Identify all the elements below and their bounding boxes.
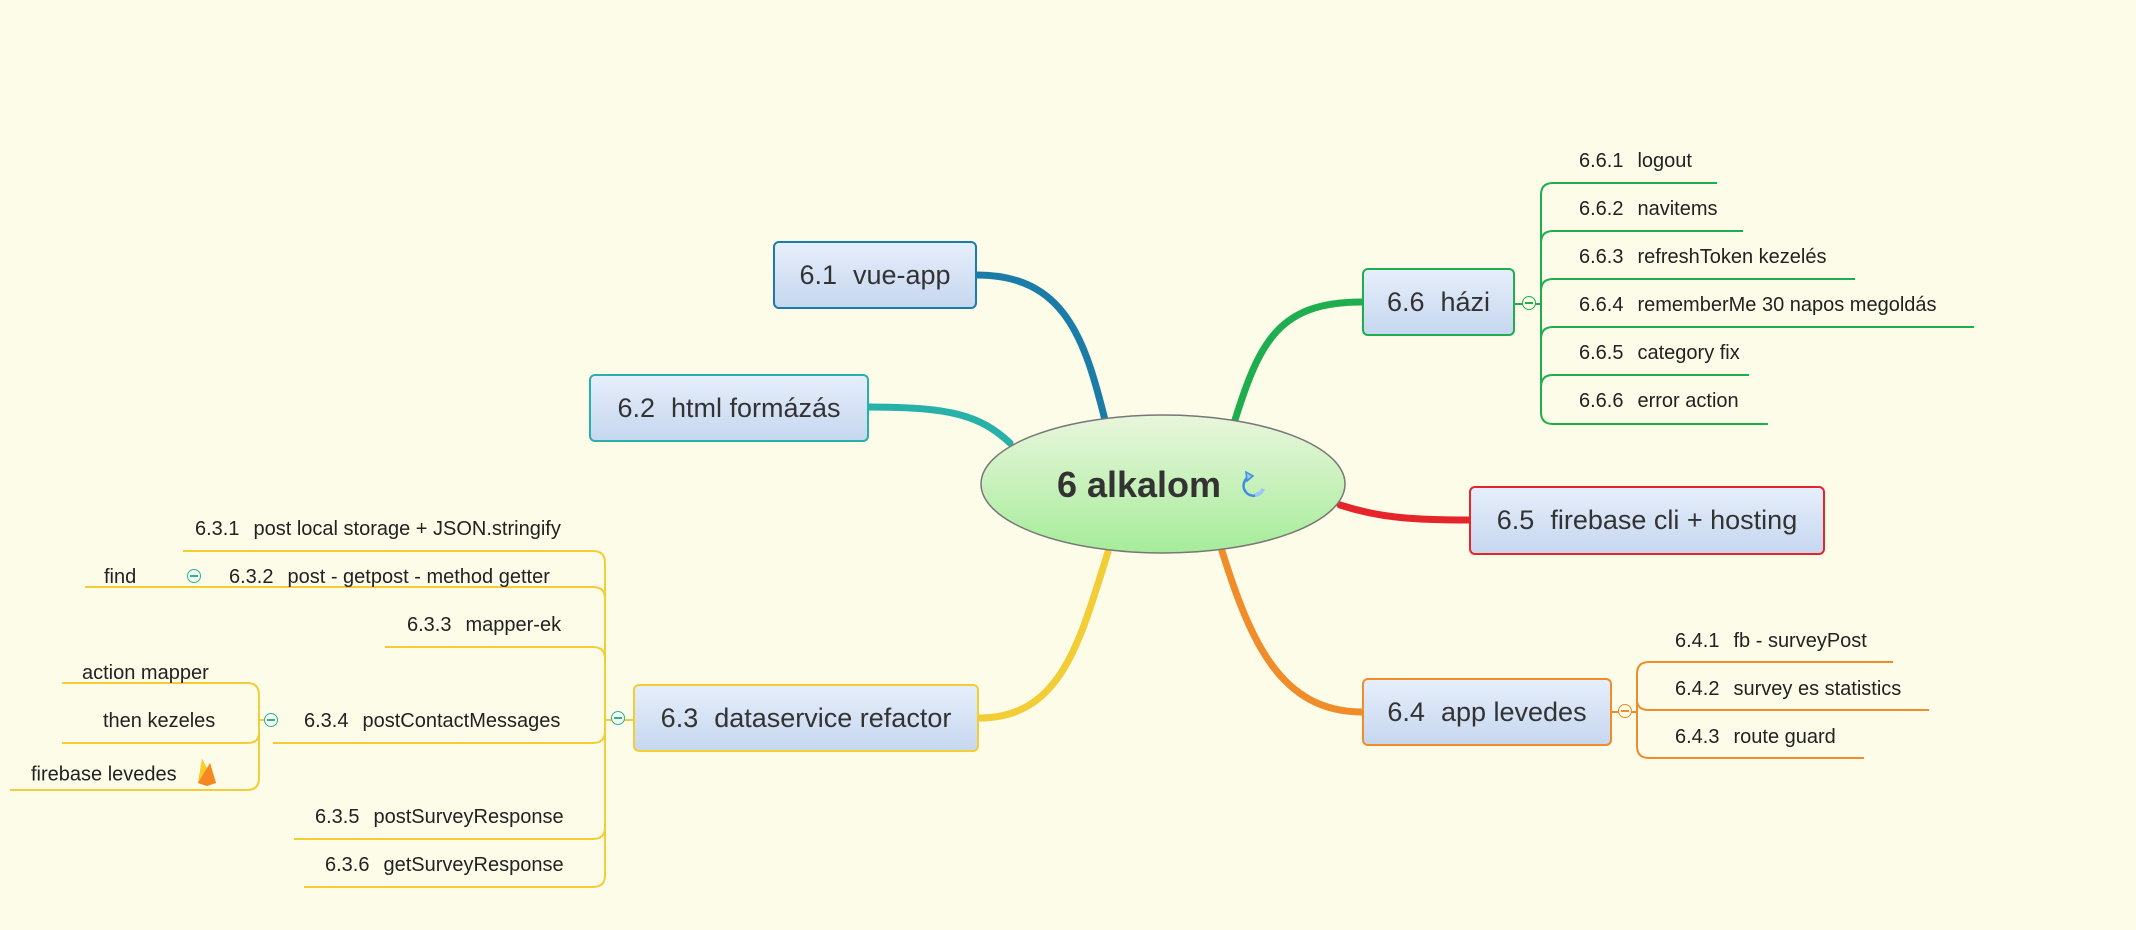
subtopic-label: route guard: [1733, 726, 1836, 748]
subtopic-label: survey es statistics: [1733, 678, 1902, 700]
subtopic-number: 6.3.2: [229, 566, 274, 588]
branch-connector-6-4: [1218, 547, 1366, 716]
subtopic-6-6-4[interactable]: 6.6.4 rememberMe 30 napos megoldás: [1579, 293, 1937, 317]
subtopic-label: category fix: [1637, 342, 1740, 364]
subtopic-6-3-6[interactable]: 6.3.6 getSurveyResponse: [325, 853, 564, 877]
branch-connector-6-6: [1231, 298, 1366, 424]
topic-label: vue-app: [852, 259, 951, 290]
subtopic-label: then kezeles: [103, 710, 216, 732]
subtopic-6-6-3[interactable]: 6.6.3 refreshToken kezelés: [1579, 245, 1826, 269]
subtopic-6-3-2[interactable]: 6.3.2 post - getpost - method getter: [229, 565, 550, 589]
subtopic-number: 6.6.3: [1579, 246, 1624, 268]
topic-label: dataservice refactor: [714, 702, 952, 733]
topic-number: 6.5: [1496, 505, 1535, 535]
subtopic-6-4-2[interactable]: 6.4.2 survey es statistics: [1675, 677, 1901, 701]
branch-connector-6-3: [975, 548, 1112, 722]
subtopic-find[interactable]: find: [104, 565, 136, 589]
topic-6-1[interactable]: 6.1 vue-app: [773, 241, 977, 309]
subtopic-6-6-1[interactable]: 6.6.1 logout: [1579, 149, 1692, 173]
subtopic-6-6-2[interactable]: 6.6.2 navitems: [1579, 197, 1718, 221]
hazi-connectors: [1515, 182, 1974, 425]
subtopic-label: postSurveyResponse: [373, 806, 564, 828]
subtopic-6-3-5[interactable]: 6.3.5 postSurveyResponse: [315, 805, 564, 829]
subtopic-6-3-1[interactable]: 6.3.1 post local storage + JSON.stringify: [195, 517, 561, 541]
subtopic-number: 6.6.1: [1579, 150, 1624, 172]
subtopic-label: navitems: [1637, 198, 1718, 220]
branch-connector-6-1: [973, 271, 1109, 424]
subtopic-number: 6.3.3: [407, 614, 452, 636]
topic-number: 6.3: [660, 702, 699, 733]
subtopic-number: 6.3.1: [195, 518, 240, 540]
collapse-toggle-6-4[interactable]: [1618, 704, 1632, 718]
collapse-toggle-6-3-4[interactable]: [264, 713, 278, 727]
subtopic-then-kezeles[interactable]: then kezeles: [103, 709, 215, 733]
subtopic-label: find: [104, 566, 137, 588]
central-topic-title: 6 alkalom: [1056, 463, 1222, 505]
dataservice-connectors: [10, 550, 633, 888]
collapse-toggle-6-3[interactable]: [611, 711, 625, 725]
collapse-toggle-6-6[interactable]: [1522, 296, 1536, 310]
subtopic-number: 6.3.6: [325, 854, 370, 876]
refresh-arrow-icon[interactable]: [1237, 469, 1269, 501]
subtopic-number: 6.3.4: [304, 710, 349, 732]
topic-6-2[interactable]: 6.2 html formázás: [589, 374, 869, 442]
topic-number: 6.6: [1386, 286, 1425, 317]
subtopic-label: error action: [1637, 390, 1739, 412]
subtopic-number: 6.6.4: [1579, 294, 1624, 316]
subtopic-label: post - getpost - method getter: [287, 566, 550, 588]
subtopic-label: post local storage + JSON.stringify: [253, 518, 561, 540]
topic-label: html formázás: [671, 392, 841, 423]
subtopic-firebase-levedes[interactable]: firebase levedes: [31, 757, 218, 793]
topic-label: házi: [1440, 286, 1491, 317]
subtopic-label: firebase levedes: [31, 763, 177, 786]
subtopic-action-mapper[interactable]: action mapper: [82, 661, 209, 685]
subtopic-number: 6.4.2: [1675, 678, 1720, 700]
subtopic-label: rememberMe 30 napos megoldás: [1637, 294, 1937, 316]
subtopic-6-4-1[interactable]: 6.4.1 fb - surveyPost: [1675, 629, 1867, 653]
topic-6-5[interactable]: 6.5 firebase cli + hosting: [1469, 486, 1825, 555]
subtopic-number: 6.3.5: [315, 806, 360, 828]
collapse-toggle-6-3-2[interactable]: [187, 569, 201, 583]
central-topic[interactable]: 6 alkalom: [981, 415, 1345, 554]
topic-label: firebase cli + hosting: [1550, 505, 1798, 535]
subtopic-6-6-6[interactable]: 6.6.6 error action: [1579, 389, 1739, 413]
subtopic-number: 6.6.5: [1579, 342, 1624, 364]
topic-number: 6.4: [1387, 696, 1425, 727]
subtopic-label: getSurveyResponse: [383, 854, 564, 876]
topic-6-6[interactable]: 6.6 házi: [1362, 268, 1515, 336]
branch-connector-6-5: [1336, 501, 1473, 524]
central-topic-shape: [980, 414, 1346, 554]
topic-6-4[interactable]: 6.4 app levedes: [1362, 678, 1612, 746]
subtopic-label: refreshToken kezelés: [1637, 246, 1827, 268]
subtopic-6-3-3[interactable]: 6.3.3 mapper-ek: [407, 613, 561, 637]
subtopic-number: 6.4.3: [1675, 726, 1720, 748]
app-levedes-connectors: [1612, 661, 1929, 759]
subtopic-6-6-5[interactable]: 6.6.5 category fix: [1579, 341, 1740, 365]
subtopic-6-4-3[interactable]: 6.4.3 route guard: [1675, 725, 1836, 749]
subtopic-number: 6.4.1: [1675, 630, 1720, 652]
subtopic-label: logout: [1637, 150, 1692, 172]
subtopic-label: mapper-ek: [465, 614, 562, 636]
topic-number: 6.2: [617, 392, 655, 423]
subtopic-number: 6.6.6: [1579, 390, 1624, 412]
topic-label: app levedes: [1440, 696, 1587, 727]
firebase-flame-icon: [196, 757, 218, 793]
subtopic-label: fb - surveyPost: [1733, 630, 1867, 652]
subtopic-number: 6.6.2: [1579, 198, 1624, 220]
subtopic-label: action mapper: [82, 662, 209, 684]
subtopic-6-3-4[interactable]: 6.3.4 postContactMessages: [304, 709, 560, 733]
topic-number: 6.1: [799, 259, 837, 290]
subtopic-label: postContactMessages: [362, 710, 561, 732]
branch-connector-6-2: [865, 403, 1014, 447]
topic-6-3[interactable]: 6.3 dataservice refactor: [633, 684, 979, 752]
